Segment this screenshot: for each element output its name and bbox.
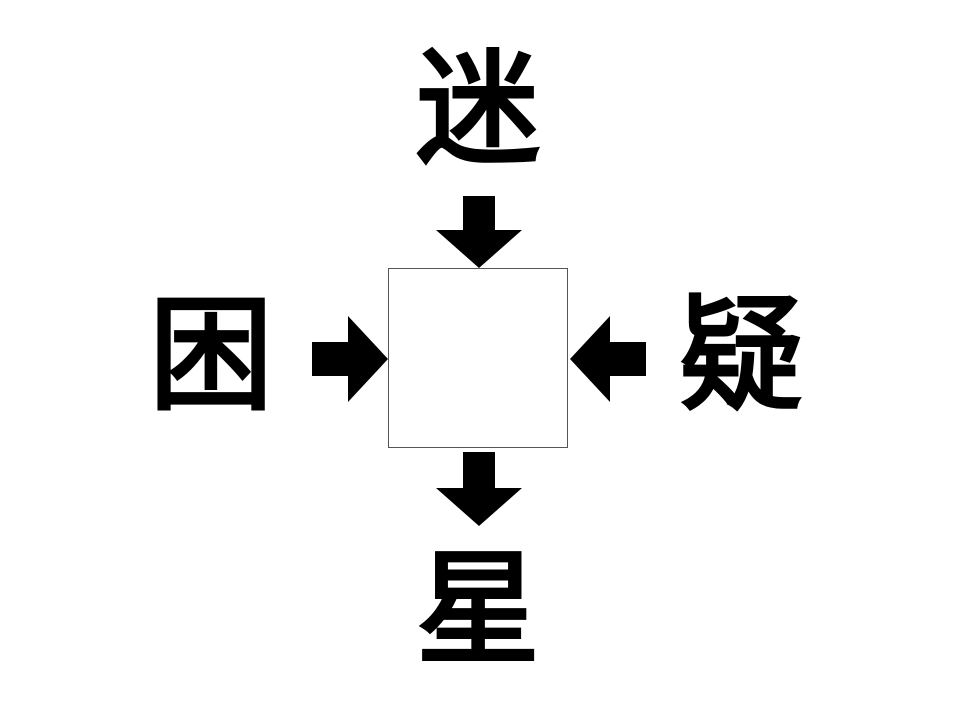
arrow-down-icon (436, 196, 522, 268)
arrow-right-icon (312, 316, 388, 402)
arrow-left-icon (570, 316, 646, 402)
kanji-left: 困 (148, 284, 273, 428)
kanji-right: 疑 (678, 284, 803, 428)
kanji-bottom: 星 (415, 538, 540, 682)
kanji-top: 迷 (415, 38, 540, 182)
answer-box[interactable] (388, 268, 568, 448)
arrow-down-icon (436, 452, 522, 526)
